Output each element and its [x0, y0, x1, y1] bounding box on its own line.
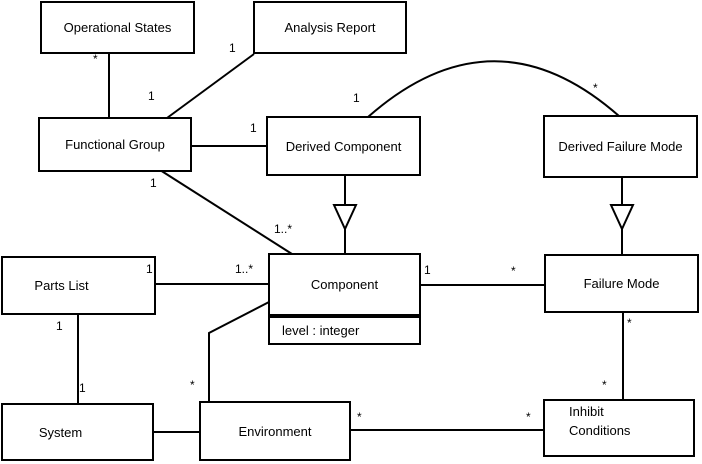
class-name: Derived Component — [285, 138, 402, 154]
multiplicity-label: 1..* — [235, 262, 254, 276]
class-name: Environment — [238, 423, 312, 439]
class-name: Operational States — [63, 20, 172, 35]
multiplicity-label: 1..* — [274, 222, 293, 236]
edge-functional-group-component — [159, 169, 293, 255]
generalization-triangle-icon — [609, 204, 635, 232]
class-analysis-report[interactable]: Analysis Report — [253, 1, 407, 54]
multiplicity-label: 1 — [250, 121, 257, 135]
class-inhibit-conditions[interactable]: Inhibit Conditions — [543, 399, 695, 457]
multiplicity-label: 1 — [79, 381, 86, 395]
multiplicity-label: 1 — [56, 319, 63, 333]
class-derived-component[interactable]: Derived Component — [266, 116, 421, 176]
edge-component-environment — [208, 301, 270, 402]
edge-derived-component-derived-failure-mode-arc — [367, 60, 620, 118]
attribute-label: level : integer — [282, 323, 360, 338]
class-name: Inhibit Conditions — [569, 404, 631, 438]
multiplicity-label: * — [357, 410, 362, 424]
class-component-attributes[interactable]: level : integer — [268, 316, 421, 345]
multiplicity-label: * — [93, 52, 98, 66]
class-system[interactable]: System — [1, 403, 154, 461]
class-name: System — [38, 424, 83, 440]
multiplicity-label: 1 — [146, 262, 153, 276]
multiplicity-label: 1 — [353, 91, 360, 105]
class-functional-group[interactable]: Functional Group — [38, 117, 192, 172]
class-parts-list[interactable]: Parts List — [1, 256, 156, 315]
multiplicity-label: 1 — [424, 263, 431, 277]
multiplicity-label: * — [190, 378, 195, 392]
multiplicity-label: 1 — [148, 89, 155, 103]
class-name: Analysis Report — [284, 20, 376, 35]
class-component[interactable]: Component — [268, 253, 421, 316]
edge-functional-group-analysis-report — [166, 53, 255, 119]
multiplicity-label: 1 — [150, 176, 157, 190]
class-name: Functional Group — [65, 137, 165, 152]
class-operational-states[interactable]: Operational States — [40, 1, 195, 54]
multiplicity-label: * — [593, 81, 598, 95]
class-name: Component — [310, 277, 379, 292]
class-environment[interactable]: Environment — [199, 401, 351, 461]
multiplicity-label: * — [627, 316, 632, 330]
class-name: Derived Failure Mode — [558, 139, 683, 154]
class-name: Failure Mode — [583, 276, 660, 291]
class-failure-mode[interactable]: Failure Mode — [544, 254, 699, 313]
generalization-triangle-icon — [332, 204, 358, 232]
class-name: Parts List — [34, 278, 89, 293]
multiplicity-label: * — [511, 264, 516, 278]
multiplicity-label: * — [602, 378, 607, 392]
class-derived-failure-mode[interactable]: Derived Failure Mode — [543, 115, 698, 178]
multiplicity-label: 1 — [229, 41, 236, 55]
multiplicity-label: * — [526, 410, 531, 424]
